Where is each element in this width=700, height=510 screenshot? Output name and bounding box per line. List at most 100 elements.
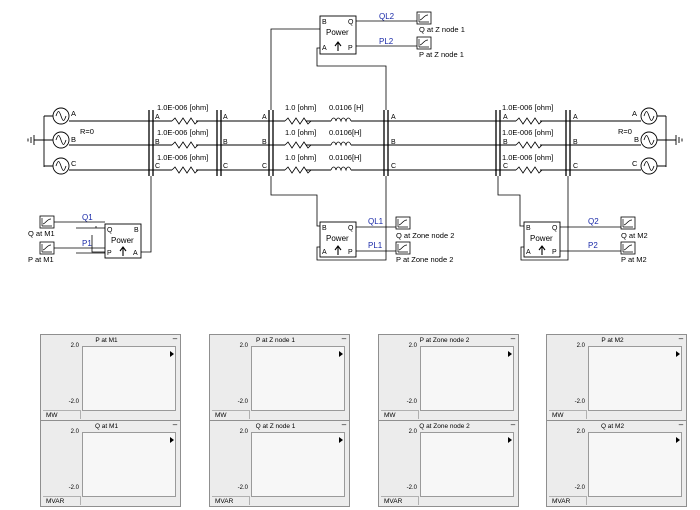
line-left-c-value: 1.0E-006 [ohm] bbox=[157, 153, 208, 162]
graph-panel-q-at-z-node-1[interactable]: Q at Z node 1 – 2.0 -2.0 MVAR bbox=[209, 420, 350, 507]
meter-m1-signals: Q1 P1 Q at M1 P at M1 bbox=[28, 213, 105, 264]
svg-text:C: C bbox=[573, 163, 578, 170]
minimize-icon[interactable]: – bbox=[341, 420, 347, 429]
svg-text:Power: Power bbox=[530, 234, 553, 243]
signal-ql1: QL1 bbox=[368, 217, 384, 226]
meter-wires bbox=[91, 28, 569, 261]
source-right-c-label: C bbox=[632, 159, 638, 168]
minimize-icon[interactable]: – bbox=[172, 420, 178, 429]
minimize-icon[interactable]: – bbox=[510, 420, 516, 429]
play-arrow-icon[interactable] bbox=[508, 351, 512, 357]
resistor-right-b-icon bbox=[515, 141, 543, 149]
plot-area[interactable] bbox=[420, 346, 514, 411]
power-meter-m2[interactable]: B Q Power A P bbox=[523, 221, 561, 258]
signal-q2: Q2 bbox=[588, 217, 599, 226]
line-right-b-value: 1.0E-006 [ohm] bbox=[502, 128, 553, 137]
q-at-m2-label: Q at M2 bbox=[621, 231, 648, 240]
graph-title: Q at M2 bbox=[600, 423, 625, 430]
svg-text:A: A bbox=[223, 114, 228, 121]
graph-panel-q-at-m1[interactable]: Q at M1 – 2.0 -2.0 MVAR bbox=[40, 420, 181, 507]
minimize-icon[interactable]: – bbox=[678, 334, 684, 343]
graph-title: P at Z node 1 bbox=[256, 337, 295, 344]
bus-phase-labels: A B C A B C A B C A B C A B C A B C bbox=[155, 114, 578, 170]
minimize-icon[interactable]: – bbox=[678, 420, 684, 429]
y-max-label: 2.0 bbox=[576, 429, 585, 435]
y-max-label: 2.0 bbox=[408, 429, 417, 435]
source-right-a-icon bbox=[640, 107, 658, 125]
y-min-label: -2.0 bbox=[68, 485, 79, 491]
y-min-label: -2.0 bbox=[237, 399, 248, 405]
play-arrow-icon[interactable] bbox=[339, 351, 343, 357]
resistor-right-a-icon bbox=[515, 117, 543, 125]
svg-text:Power: Power bbox=[326, 234, 349, 243]
line-left-a-value: 1.0E-006 [ohm] bbox=[157, 103, 208, 112]
line-elements bbox=[171, 117, 543, 174]
plot-area[interactable] bbox=[420, 432, 514, 497]
graph-panel-p-at-zone-node-2[interactable]: P at Zone node 2 – 2.0 -2.0 MW bbox=[378, 334, 519, 421]
source-right-b-label: B bbox=[634, 135, 639, 144]
play-arrow-icon[interactable] bbox=[170, 351, 174, 357]
plot-area[interactable] bbox=[588, 346, 682, 411]
svg-text:C: C bbox=[503, 163, 508, 170]
graph-panel-q-at-m2[interactable]: Q at M2 – 2.0 -2.0 MVAR bbox=[546, 420, 687, 507]
play-arrow-icon[interactable] bbox=[676, 351, 680, 357]
line-mid-r-c-value: 1.0 [ohm] bbox=[285, 153, 316, 162]
graph-panel-q-at-zone-node-2[interactable]: Q at Zone node 2 – 2.0 -2.0 MVAR bbox=[378, 420, 519, 507]
source-c-icon bbox=[52, 157, 70, 175]
plot-area[interactable] bbox=[82, 346, 176, 411]
y-min-label: -2.0 bbox=[406, 485, 417, 491]
svg-text:A: A bbox=[322, 249, 327, 256]
play-arrow-icon[interactable] bbox=[508, 437, 512, 443]
svg-text:B: B bbox=[223, 139, 228, 146]
play-arrow-icon[interactable] bbox=[170, 437, 174, 443]
source-left-a-label: A bbox=[71, 109, 76, 118]
p-at-zone-node-2-label: P at Zone node 2 bbox=[396, 255, 453, 264]
source-left-b-label: B bbox=[71, 135, 76, 144]
unit-label: MW bbox=[549, 410, 587, 419]
power-meter-m1[interactable]: Q B Power P A bbox=[76, 223, 142, 259]
power-meter-z-node-1[interactable]: B Q Power A P bbox=[319, 15, 357, 55]
unit-label: MW bbox=[381, 410, 419, 419]
p-at-m2-meter-icon bbox=[620, 241, 636, 255]
plot-area[interactable] bbox=[82, 432, 176, 497]
line-right-c-value: 1.0E-006 [ohm] bbox=[502, 153, 553, 162]
minimize-icon[interactable]: – bbox=[341, 334, 347, 343]
svg-text:A: A bbox=[133, 250, 138, 257]
signal-pl1: PL1 bbox=[368, 241, 383, 250]
plot-area[interactable] bbox=[251, 432, 345, 497]
r0-left-label: R=0 bbox=[80, 127, 94, 136]
svg-text:C: C bbox=[155, 163, 160, 170]
graph-panel-p-at-z-node-1[interactable]: P at Z node 1 – 2.0 -2.0 MW bbox=[209, 334, 350, 421]
plot-area[interactable] bbox=[251, 346, 345, 411]
source-a-icon bbox=[52, 107, 70, 125]
q-at-m2-meter-icon bbox=[620, 216, 636, 230]
svg-text:Q: Q bbox=[552, 225, 558, 232]
p-at-m1-label: P at M1 bbox=[28, 255, 54, 264]
svg-text:B: B bbox=[322, 19, 327, 26]
minimize-icon[interactable]: – bbox=[510, 334, 516, 343]
plot-area[interactable] bbox=[588, 432, 682, 497]
svg-text:A: A bbox=[322, 45, 327, 52]
y-min-label: -2.0 bbox=[237, 485, 248, 491]
source-b-icon bbox=[52, 131, 70, 149]
q-at-z-node-1-meter-icon bbox=[416, 11, 432, 25]
q-at-zone-node-2-label: Q at Zone node 2 bbox=[396, 231, 454, 240]
graph-panel-p-at-m1[interactable]: P at M1 – 2.0 -2.0 MW bbox=[40, 334, 181, 421]
line-value-labels: 1.0E-006 [ohm] 1.0E-006 [ohm] 1.0E-006 [… bbox=[157, 103, 553, 162]
svg-text:B: B bbox=[134, 227, 139, 234]
line-mid-r-b-value: 1.0 [ohm] bbox=[285, 128, 316, 137]
p-at-m2-label: P at M2 bbox=[621, 255, 647, 264]
graph-panel-p-at-m2[interactable]: P at M2 – 2.0 -2.0 MW bbox=[546, 334, 687, 421]
line-mid-l-a-value: 0.0106 [H] bbox=[329, 103, 364, 112]
q-at-zone-node-2-meter-icon bbox=[395, 216, 411, 230]
y-min-label: -2.0 bbox=[68, 399, 79, 405]
q-at-m1-label: Q at M1 bbox=[28, 229, 55, 238]
power-meter-zone-node-2[interactable]: B Q Power A P bbox=[319, 221, 357, 258]
play-arrow-icon[interactable] bbox=[676, 437, 680, 443]
graph-title: Q at M1 bbox=[94, 423, 119, 430]
minimize-icon[interactable]: – bbox=[172, 334, 178, 343]
play-arrow-icon[interactable] bbox=[339, 437, 343, 443]
p-at-z-node-1-label: P at Z node 1 bbox=[419, 50, 464, 59]
p-at-z-node-1-meter-icon bbox=[416, 36, 432, 50]
meter-m2-signals: Q2 P2 Q at M2 P at M2 bbox=[560, 216, 648, 264]
